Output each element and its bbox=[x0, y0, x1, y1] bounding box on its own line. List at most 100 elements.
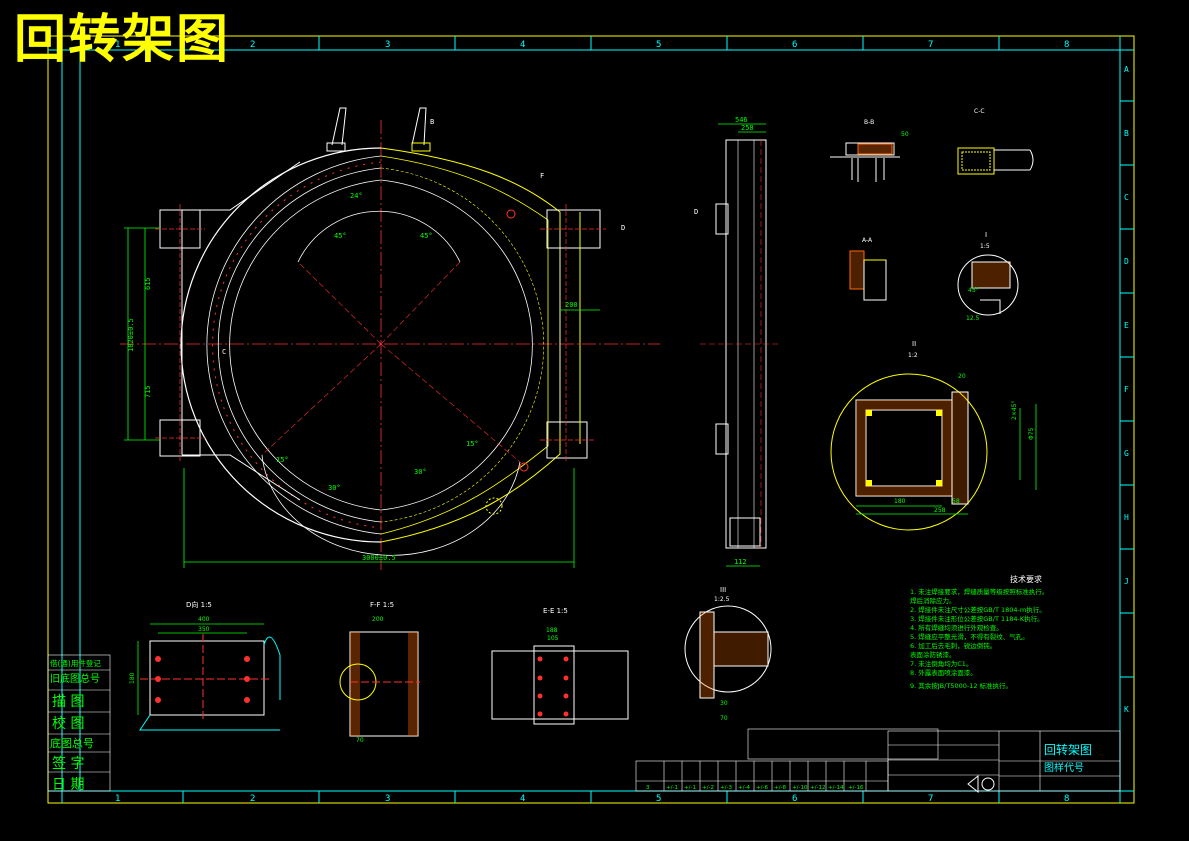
col-number: 4 bbox=[520, 794, 525, 804]
col-number: 5 bbox=[656, 40, 661, 50]
tol-cell: +/-12 bbox=[810, 785, 825, 791]
tech-req-item: 9. 其余按JB/T5000-12 标准执行。 bbox=[910, 681, 1012, 690]
dim-side-top: 546 bbox=[735, 116, 748, 124]
detail-ii-dim: 258 bbox=[934, 507, 946, 514]
strip-label: 底图总号 bbox=[50, 736, 94, 750]
detail-i-dim: 12.5 bbox=[966, 315, 980, 322]
tech-req-item: 2. 焊接件未注尺寸公差按GB/T 1804-m执行。 bbox=[910, 605, 1046, 614]
detail-ii-dim: 2×45° bbox=[1011, 401, 1018, 420]
tol-cell: +/-16 bbox=[848, 785, 864, 791]
view-ee: E-E 1:5 188 105 bbox=[491, 607, 629, 725]
tol-cell: 3 bbox=[646, 785, 650, 791]
tol-cell: +/-10 bbox=[792, 785, 808, 791]
strip-label: 校 图 bbox=[52, 715, 84, 732]
dim-615: 615 bbox=[144, 277, 152, 290]
detail-iii-label: III bbox=[720, 586, 726, 594]
dim-side-sub: 258 bbox=[741, 124, 754, 132]
strip-label: 借(通)用件登记 bbox=[50, 658, 101, 668]
col-number: 8 bbox=[1064, 794, 1069, 804]
col-number: 1 bbox=[115, 40, 120, 50]
detail-ii-scale: 1:2 bbox=[908, 352, 918, 359]
detail-ii-dim: 58 bbox=[952, 498, 960, 505]
angle-label: 15° bbox=[466, 440, 479, 448]
dim-715: 715 bbox=[144, 385, 152, 398]
section-marker: F bbox=[540, 172, 544, 180]
col-number: 3 bbox=[385, 794, 390, 804]
section-bb: B-B 50 bbox=[830, 119, 909, 182]
tol-cell: +/-1 bbox=[666, 785, 678, 791]
section-marker: C bbox=[222, 348, 226, 356]
section-cc-label: C-C bbox=[974, 108, 985, 115]
section-aa-label: A-A bbox=[862, 237, 873, 244]
side-marker: D bbox=[694, 208, 698, 216]
col-number: 7 bbox=[928, 794, 933, 804]
section-cc: C-C bbox=[957, 108, 1034, 175]
main-view: 3000±0.5 200 615 715 1820±0.5 24° 45° 45… bbox=[120, 107, 660, 570]
angle-label: 45° bbox=[334, 232, 347, 240]
col-number: 5 bbox=[656, 794, 661, 804]
row-letter: C bbox=[1124, 193, 1129, 202]
detail-i-dim: 45° bbox=[968, 287, 979, 294]
col-number: 6 bbox=[792, 794, 797, 804]
detail-iii-scale: 1:2.5 bbox=[714, 596, 730, 603]
column-numbers: 1 2 3 4 5 6 7 8 1 2 3 4 5 6 7 8 bbox=[115, 40, 1069, 804]
strip-label: 旧底图总号 bbox=[50, 672, 100, 685]
tol-cell: +/-14 bbox=[828, 785, 844, 791]
col-number: 4 bbox=[520, 40, 525, 50]
view-ee-dim: 188 bbox=[546, 627, 558, 634]
detail-ii-dim: 180 bbox=[894, 498, 906, 505]
tol-cell: +/-2 bbox=[702, 785, 714, 791]
page-title: 回转架图 bbox=[14, 10, 231, 70]
tech-req-item: 焊后消除应力。 bbox=[910, 596, 956, 605]
detail-iii-dim: 70 bbox=[720, 715, 728, 722]
angle-label: 45° bbox=[420, 232, 433, 240]
dim-left-height: 1820±0.5 bbox=[127, 318, 135, 352]
section-aa: A-A bbox=[849, 237, 887, 301]
projection-symbol bbox=[967, 774, 995, 794]
tech-req-item: 5. 焊缝应平整光滑，不得有裂纹、气孔。 bbox=[910, 632, 1029, 641]
detail-iii-dim: 30 bbox=[720, 700, 728, 707]
tech-req-item: 8. 外露表面喷涂面漆。 bbox=[910, 668, 977, 677]
tech-req-title: 技术要求 bbox=[1010, 574, 1042, 584]
row-letter: D bbox=[1124, 257, 1129, 266]
section-bb-label: B-B bbox=[864, 119, 874, 126]
tech-req-item: 7. 未注倒角均为C1。 bbox=[910, 659, 972, 668]
row-letter: G bbox=[1124, 449, 1129, 458]
col-number: 7 bbox=[928, 40, 933, 50]
col-number: 8 bbox=[1064, 40, 1069, 50]
tech-req-item: 3. 焊接件未注形位公差按GB/T 1184-K执行。 bbox=[910, 614, 1044, 623]
detail-i-scale: 1:5 bbox=[980, 243, 990, 250]
row-letter: K bbox=[1124, 705, 1129, 714]
tol-cell: +/-4 bbox=[738, 785, 750, 791]
section-bb-dim: 50 bbox=[901, 131, 909, 138]
section-marker: D bbox=[621, 224, 625, 232]
row-letter: F bbox=[1124, 385, 1129, 394]
tol-cell: +/-8 bbox=[774, 785, 786, 791]
detail-iii: III 1:2.5 30 70 bbox=[684, 586, 772, 722]
view-ee-dim: 105 bbox=[547, 635, 559, 642]
view-ff-label: F-F 1:5 bbox=[370, 601, 394, 609]
col-number: 2 bbox=[250, 40, 255, 50]
tol-cell: +/-1 bbox=[684, 785, 696, 791]
title-block-name: 回转架图 bbox=[1044, 742, 1092, 757]
view-ff-dim: 70 bbox=[356, 737, 364, 744]
tech-req-item: 1. 未注焊接要求，焊缝质量等级按照标准执行。 bbox=[910, 587, 1048, 596]
view-d-label: D向 1:5 bbox=[186, 600, 212, 609]
title-block-sub: 图样代号 bbox=[1044, 761, 1084, 774]
row-letter: J bbox=[1124, 577, 1129, 586]
tol-cell: +/-3 bbox=[720, 785, 732, 791]
detail-i: I 1:5 45° 12.5 bbox=[957, 231, 1019, 322]
dim-200: 200 bbox=[565, 301, 578, 309]
side-view: 546 258 112 D bbox=[694, 116, 780, 567]
tech-req-item: 6. 加工后去毛刺，锐边倒钝。 bbox=[910, 641, 996, 650]
view-ff-dim: 200 bbox=[372, 616, 384, 623]
view-d-dim: 180 bbox=[129, 672, 136, 684]
col-number: 2 bbox=[250, 794, 255, 804]
angle-label: 30° bbox=[414, 468, 427, 476]
strip-label: 描 图 bbox=[52, 694, 84, 710]
left-strip-text: 借(通)用件登记 旧底图总号 描 图 校 图 底图总号 签 字 日 期 bbox=[50, 658, 101, 793]
detail-i-label: I bbox=[985, 231, 987, 239]
drawing-frame bbox=[47, 35, 1135, 804]
view-ff: F-F 1:5 200 70 bbox=[339, 601, 420, 744]
angle-label: 15° bbox=[276, 456, 289, 464]
